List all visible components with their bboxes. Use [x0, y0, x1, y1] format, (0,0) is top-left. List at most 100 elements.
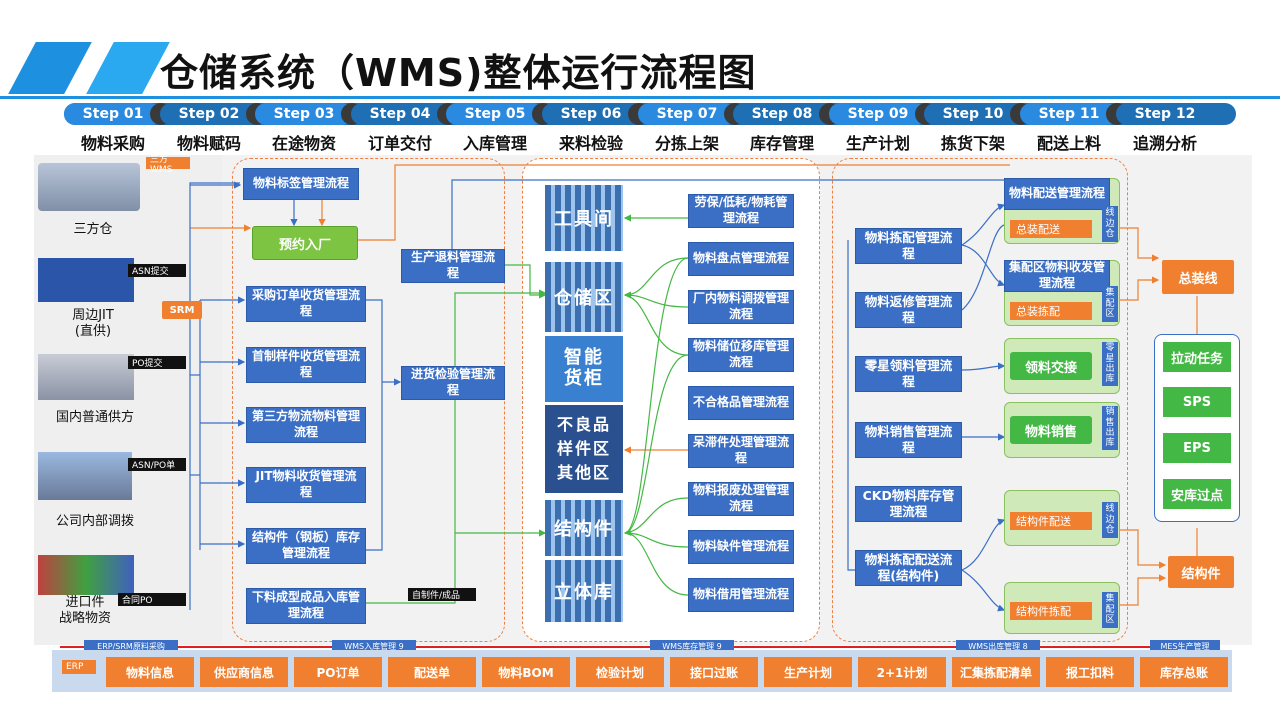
assembly-picking[interactable]: 总装拣配 — [1010, 302, 1092, 320]
step-12[interactable]: Step 12 — [1116, 103, 1214, 125]
tag-wms-stock: WMS库存管理 9 — [650, 640, 734, 652]
zone-structural: 结构件 — [545, 500, 623, 556]
zone-ascrs: 立体库 — [545, 560, 623, 622]
step-4[interactable]: Step 04 — [351, 103, 449, 125]
system-button-10[interactable]: 汇集拣配清单 — [952, 657, 1040, 687]
step-10[interactable]: Step 10 — [924, 103, 1022, 125]
outbound-flow-4[interactable]: 物料销售管理流程 — [855, 422, 962, 458]
step-label-11: 配送上料 — [1036, 134, 1101, 153]
jit-receipt-flow[interactable]: JIT物料收货管理流程 — [246, 467, 366, 503]
system-button-11[interactable]: 报工扣料 — [1046, 657, 1134, 687]
system-button-12[interactable]: 库存总账 — [1140, 657, 1228, 687]
step-8[interactable]: Step 08 — [733, 103, 831, 125]
step-1[interactable]: Step 01 — [64, 103, 162, 125]
step-label-10: 拣货下架 — [940, 134, 1005, 153]
source-jit: 周边JIT(直供) — [72, 308, 114, 339]
system-button-3[interactable]: PO订单 — [294, 657, 382, 687]
appointment-entry[interactable]: 预约入厂 — [252, 226, 358, 260]
outbound-flow-1[interactable]: 物料拣配管理流程 — [855, 228, 962, 264]
material-sales[interactable]: 物料销售 — [1010, 416, 1092, 444]
tag-wms-in: WMS入库管理 9 — [332, 640, 416, 652]
system-button-2[interactable]: 供应商信息 — [200, 657, 288, 687]
label-mgmt-flow[interactable]: 物料标签管理流程 — [243, 168, 359, 200]
assembly-delivery[interactable]: 总装配送 — [1010, 220, 1092, 238]
po-receipt-flow[interactable]: 采购订单收货管理流程 — [246, 286, 366, 322]
finished-entry-flow[interactable]: 下料成型成品入库管理流程 — [246, 588, 366, 624]
step-label-2: 物料赋码 — [176, 134, 241, 153]
step-2[interactable]: Step 02 — [160, 103, 258, 125]
inventory-flow-3[interactable]: 厂内物料调拨管理流程 — [688, 290, 794, 324]
system-button-1[interactable]: 物料信息 — [106, 657, 194, 687]
outbound-flow-5[interactable]: CKD物料库存管理流程 — [855, 486, 962, 522]
outbound-flow-3[interactable]: 零星领料管理流程 — [855, 356, 962, 392]
structural-picking[interactable]: 结构件拣配 — [1010, 602, 1092, 620]
inventory-flow-5[interactable]: 不合格品管理流程 — [688, 386, 794, 420]
inventory-flow-9[interactable]: 物料借用管理流程 — [688, 578, 794, 612]
zone-tool-room: 工具间 — [545, 185, 623, 251]
vtag-sporadic: 零星出库 — [1102, 342, 1118, 386]
system-button-4[interactable]: 配送单 — [388, 657, 476, 687]
outbound-flow-2[interactable]: 物料返修管理流程 — [855, 292, 962, 328]
step-label-7: 分拣上架 — [654, 134, 719, 153]
incoming-inspection-flow[interactable]: 进货检验管理流程 — [401, 366, 505, 400]
inventory-flow-1[interactable]: 劳保/低耗/物耗管理流程 — [688, 194, 794, 228]
outbound-flow-6[interactable]: 物料拣配配送流程(结构件) — [855, 550, 962, 586]
inventory-flow-4[interactable]: 物料储位移库管理流程 — [688, 338, 794, 372]
truck-icon — [38, 258, 134, 302]
container-icon — [38, 555, 134, 595]
step-label-8: 库存管理 — [749, 134, 814, 153]
system-button-7[interactable]: 接口过账 — [670, 657, 758, 687]
steel-stock-flow[interactable]: 结构件（钢板）库存管理流程 — [246, 528, 366, 564]
system-button-8[interactable]: 生产计划 — [764, 657, 852, 687]
pull-task[interactable]: 拉动任务 — [1163, 342, 1231, 372]
step-7[interactable]: Step 07 — [638, 103, 736, 125]
structural-delivery[interactable]: 结构件配送 — [1010, 512, 1092, 530]
tag-erp-srm: ERP/SRM原料采购 — [84, 640, 178, 652]
page-title: 仓储系统（WMS)整体运行流程图 — [160, 51, 757, 95]
sps-button[interactable]: SPS — [1163, 387, 1231, 417]
vtag-line-side: 线边仓 — [1102, 206, 1118, 242]
vtag-sales-out: 销售出库 — [1102, 406, 1118, 450]
tag-asn-submit: ASN提交 — [128, 264, 186, 277]
system-timeline — [60, 646, 1220, 648]
structural-parts[interactable]: 结构件 — [1168, 556, 1234, 588]
step-5[interactable]: Step 05 — [446, 103, 544, 125]
collect-mgmt-flow[interactable]: 集配区物料收发管理流程 — [1004, 260, 1110, 292]
step-label-3: 在途物资 — [271, 134, 336, 153]
return-material-flow[interactable]: 生产退料管理流程 — [401, 249, 505, 283]
checkpoint-button[interactable]: 安库过点 — [1163, 479, 1231, 509]
step-label-1: 物料采购 — [80, 134, 145, 153]
system-button-9[interactable]: 2+1计划 — [858, 657, 946, 687]
vtag-collect-area: 集配区 — [1102, 286, 1118, 322]
3pl-material-flow[interactable]: 第三方物流物料管理流程 — [246, 407, 366, 443]
sample-receipt-flow[interactable]: 首制样件收货管理流程 — [246, 347, 366, 383]
zone-storage: 仓储区 — [545, 262, 623, 332]
zone-smart-cabinet: 智能货柜 — [545, 336, 623, 402]
step-11[interactable]: Step 11 — [1020, 103, 1118, 125]
delivery-mgmt-flow[interactable]: 物料配送管理流程 — [1004, 178, 1110, 210]
factory-icon — [38, 354, 134, 400]
tag-srm: SRM — [162, 301, 202, 319]
step-label-9: 生产计划 — [845, 134, 910, 153]
step-9[interactable]: Step 09 — [829, 103, 927, 125]
tag-asn-po: ASN/PO单 — [128, 458, 186, 471]
source-import: 进口件战略物资 — [58, 595, 111, 627]
step-6[interactable]: Step 06 — [542, 103, 640, 125]
system-button-5[interactable]: 物料BOM — [482, 657, 570, 687]
tag-self-made: 自制件/成品 — [408, 588, 476, 601]
inventory-flow-6[interactable]: 呆滞件处理管理流程 — [688, 434, 794, 468]
step-3[interactable]: Step 03 — [255, 103, 353, 125]
requisition-handover[interactable]: 领料交接 — [1010, 352, 1092, 380]
inventory-flow-8[interactable]: 物料缺件管理流程 — [688, 530, 794, 564]
source-internal: 公司内部调拨 — [55, 514, 134, 529]
warehouse-icon — [38, 163, 140, 211]
step-label-4: 订单交付 — [367, 134, 432, 153]
header-rule — [0, 96, 1280, 99]
inventory-flow-7[interactable]: 物料报废处理管理流程 — [688, 482, 794, 516]
system-button-6[interactable]: 检验计划 — [576, 657, 664, 687]
assembly-line[interactable]: 总装线 — [1162, 260, 1234, 294]
eps-button[interactable]: EPS — [1163, 433, 1231, 463]
inventory-flow-2[interactable]: 物料盘点管理流程 — [688, 242, 794, 276]
tag-mes: MES生产管理 — [1150, 640, 1220, 652]
